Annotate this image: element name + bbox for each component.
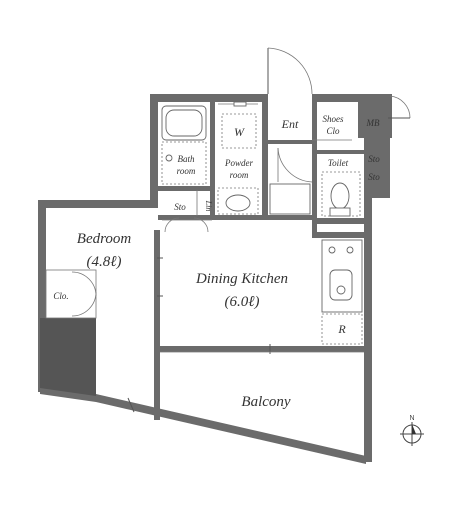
label-storage-upper: Sto — [368, 154, 380, 164]
label-toilet: Toilet — [328, 158, 349, 168]
label-washer: W — [234, 125, 245, 139]
label-linen: Lin — [204, 200, 213, 212]
label-entrance: Ent — [281, 117, 299, 131]
compass-north-label: N — [409, 415, 414, 422]
label-powder-room: room — [230, 170, 249, 180]
label-refrigerator: R — [337, 322, 346, 336]
label-bedroom: Bedroom — [77, 231, 132, 247]
fixtures — [45, 47, 411, 413]
label-storage-lower: Sto — [368, 172, 380, 182]
label-meter-box: MB — [366, 118, 380, 128]
compass: N — [400, 415, 424, 446]
label-dining-kitchen: Dining Kitchen — [195, 271, 288, 287]
north-arrow-icon — [412, 424, 416, 434]
label-balcony: Balcony — [241, 394, 290, 410]
label-shoes: Shoes — [323, 114, 344, 124]
label-closet: Clo. — [53, 291, 68, 301]
label-storage-hall: Sto — [174, 202, 186, 212]
label-shoes-clo: Clo — [326, 126, 340, 136]
walls — [38, 94, 392, 464]
label-bath: Bath — [178, 154, 195, 164]
label-bath-room: room — [177, 166, 196, 176]
room-labels: Bedroom (4.8ℓ) Dining Kitchen (6.0ℓ) Bal… — [53, 114, 380, 410]
label-powder: Powder — [224, 158, 253, 168]
label-dining-kitchen-size: (6.0ℓ) — [225, 294, 260, 310]
label-bedroom-size: (4.8ℓ) — [87, 254, 122, 270]
